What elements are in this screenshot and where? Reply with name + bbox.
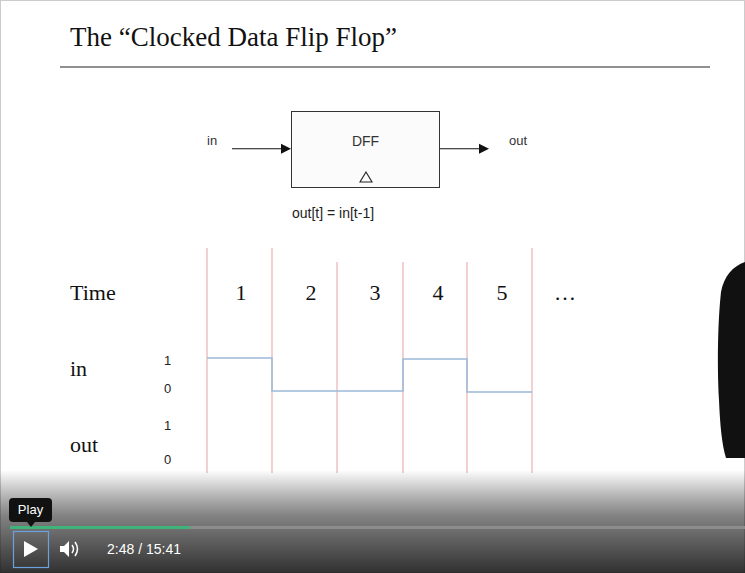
time-step: 2 [306,282,317,304]
equation: out[t] = in[t-1] [292,206,374,220]
progress-track [10,526,745,529]
presenter-silhouette [718,262,745,458]
box-label: DFF [302,134,429,148]
progress-played [10,526,190,529]
time-step: 4 [433,282,444,304]
signal-name: out [509,134,527,147]
time-display: 2:48 / 15:41 [107,542,181,556]
logic-level: 1 [164,419,171,432]
clock-triangle [359,171,373,183]
row-label: Time [70,282,116,304]
tooltip-box [9,498,52,522]
time-step: 5 [497,282,508,304]
play-button-focus [14,532,49,568]
logic-level: 0 [164,382,171,395]
tooltip-pointer [27,522,35,527]
player-shade [0,470,745,573]
input-wire [232,144,291,154]
signal-name: in [207,134,217,147]
slide-title: The “Clocked Data Flip Flop” [70,24,397,51]
logic-level: 0 [164,453,171,466]
time-step: 3 [370,282,381,304]
tooltip-text: Play [18,503,43,516]
logic-level: 1 [164,354,171,367]
play-icon [24,541,38,557]
row-label: out [70,434,98,456]
time-step: 1 [236,282,247,304]
in-waveform [207,358,532,392]
output-wire [440,144,489,154]
title-rule [60,66,710,67]
flip-flop-box: DFF [291,111,440,188]
volume-icon [60,541,78,557]
clock-grid [207,248,532,473]
ellipsis: … [554,282,576,304]
row-label: in [70,358,87,380]
